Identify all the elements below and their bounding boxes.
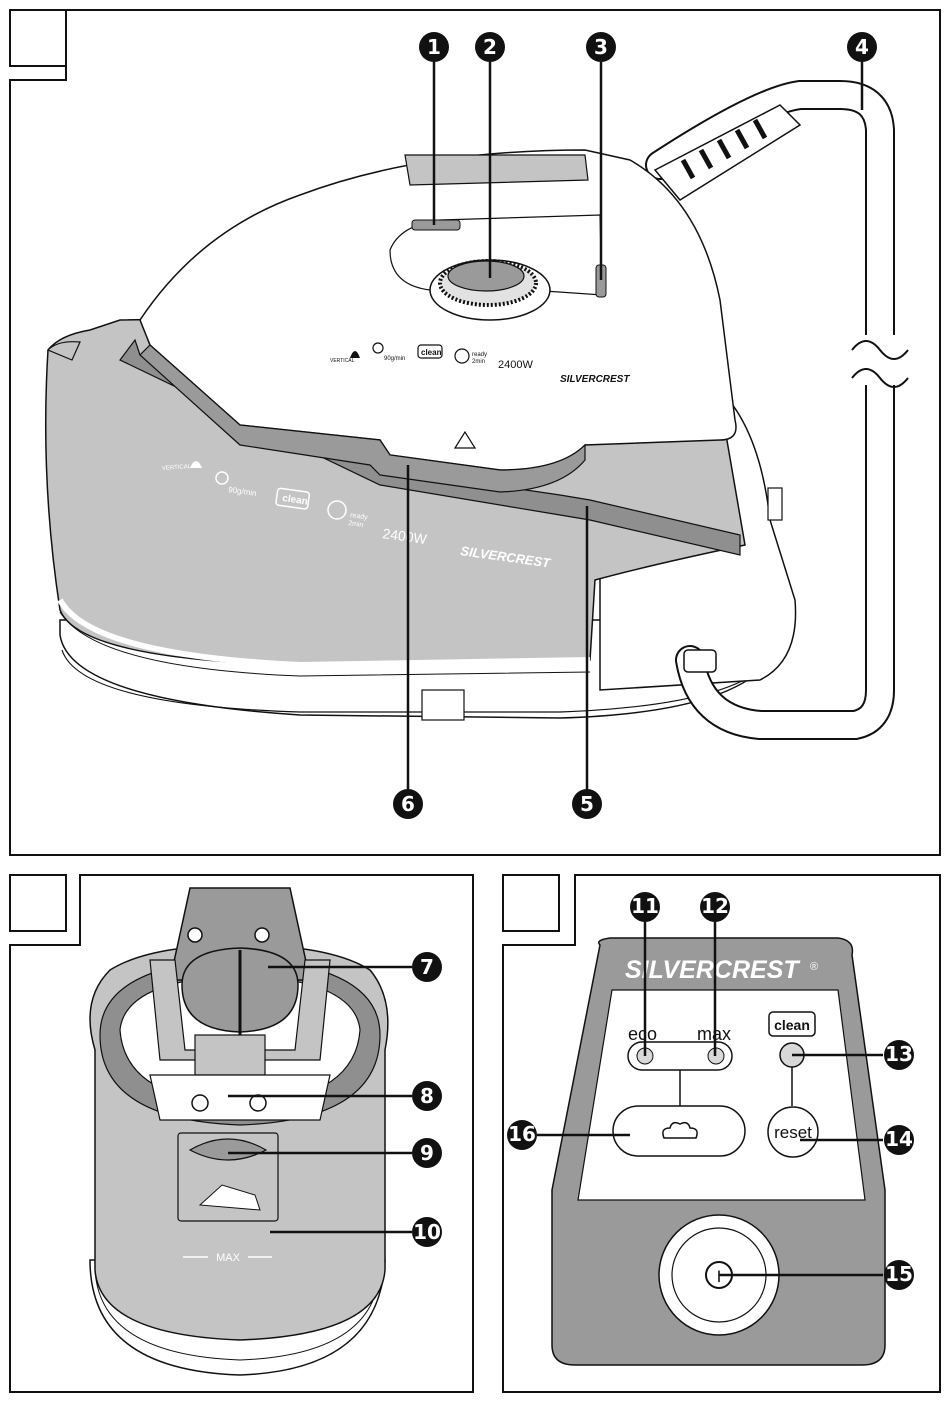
svg-text:15: 15 [885, 1262, 913, 1286]
figure-2-callouts: 7 8 9 10 [412, 952, 442, 1247]
filler-cap-stem [195, 1035, 265, 1075]
mount-screw-left [188, 928, 202, 942]
hose-base-connector [684, 650, 716, 672]
iron-brand: SILVERCREST [560, 374, 630, 385]
callout-3: 3 [586, 32, 616, 62]
svg-text:4: 4 [855, 35, 869, 59]
callout-9: 9 [412, 1138, 442, 1168]
figure-1-number-box [10, 10, 66, 66]
callout-2: 2 [475, 32, 505, 62]
panel-brand: SILVERCREST [625, 956, 801, 984]
base-foot [422, 690, 464, 720]
svg-text:14: 14 [885, 1127, 913, 1151]
callout-16: 16 [507, 1120, 537, 1150]
iron-temperature-dial-cap [448, 261, 524, 291]
svg-text:3: 3 [594, 35, 608, 59]
callout-10: 10 [412, 1217, 442, 1247]
steam-level-button[interactable] [613, 1106, 745, 1156]
max-fill-label: MAX [216, 1252, 241, 1264]
svg-text:12: 12 [701, 894, 729, 918]
control-panel-display-area [578, 990, 865, 1200]
callout-14: 14 [884, 1125, 914, 1155]
callout-6: 6 [393, 789, 423, 819]
svg-text:10: 10 [413, 1220, 441, 1244]
power-symbol-label: I [717, 1267, 722, 1286]
svg-text:7: 7 [420, 955, 434, 979]
iron-power-label: 2400W [498, 359, 533, 371]
svg-text:11: 11 [631, 894, 659, 918]
svg-text:1: 1 [427, 35, 441, 59]
filler-arrow-right [250, 1095, 266, 1111]
svg-text:13: 13 [885, 1042, 913, 1066]
iron-handle-top [405, 155, 588, 185]
svg-text:8: 8 [420, 1084, 434, 1108]
callout-13: 13 [884, 1040, 914, 1070]
svg-text:6: 6 [401, 792, 415, 816]
filler-opening [150, 1075, 330, 1120]
iron-vertical-label: VERTICAL [330, 358, 355, 364]
callout-8: 8 [412, 1081, 442, 1111]
iron-ready-line2: 2min [472, 359, 485, 365]
filler-arrow-left [192, 1095, 208, 1111]
control-panel: SILVERCREST ® eco max clean reset I [552, 938, 885, 1365]
iron-ready-line1: ready [472, 352, 487, 358]
svg-text:9: 9 [420, 1141, 434, 1165]
callout-12: 12 [700, 892, 730, 922]
iron-steam-rate: 90g/min [384, 356, 405, 362]
figure-2: MAX 7 8 9 10 [10, 875, 473, 1392]
figure-2-number-box [10, 875, 66, 931]
callout-1: 1 [419, 32, 449, 62]
panel-brand-registered: ® [810, 961, 818, 973]
figure-3: SILVERCREST ® eco max clean reset I [503, 875, 940, 1392]
mount-screw-right [255, 928, 269, 942]
base-side-clip [768, 488, 782, 520]
iron-trigger-steam [412, 220, 460, 230]
figure-1: VERTICAL 90g/min clean ready 2min 2400W … [10, 10, 940, 855]
callout-15: 15 [884, 1260, 914, 1290]
clean-label: clean [774, 1017, 810, 1033]
callout-5: 5 [572, 789, 602, 819]
callout-4: 4 [847, 32, 877, 62]
callout-7: 7 [412, 952, 442, 982]
svg-text:5: 5 [580, 792, 594, 816]
base-station-top-view: MAX [90, 888, 388, 1375]
callout-11: 11 [630, 892, 660, 922]
svg-text:16: 16 [508, 1122, 536, 1146]
iron-clean-label: clean [421, 348, 442, 357]
svg-text:2: 2 [483, 35, 497, 59]
eco-label: eco [628, 1024, 657, 1044]
figure-3-number-box [503, 875, 559, 931]
